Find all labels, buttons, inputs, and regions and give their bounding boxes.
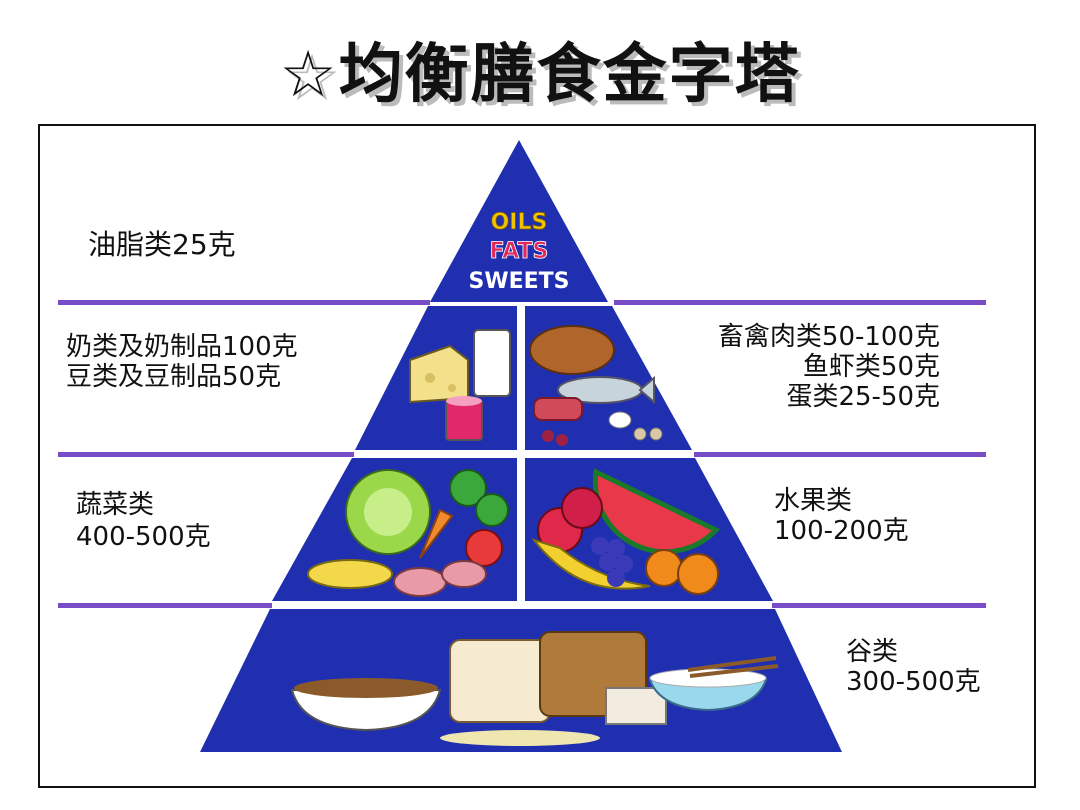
divider-right-2 — [694, 452, 986, 457]
grape-icon — [607, 539, 625, 557]
grains-pile-icon — [440, 730, 600, 746]
nut-icon — [633, 427, 647, 441]
bread-slice-icon — [449, 639, 551, 723]
tier-top-oils — [430, 140, 608, 302]
meat-label-line2: 鱼虾类50克 — [802, 352, 940, 382]
rice-icon — [649, 668, 767, 688]
cereal-icon — [294, 678, 438, 698]
divider-right-1 — [614, 300, 986, 305]
grain-label-line2: 300-500克 — [846, 667, 981, 697]
divider-right-3 — [772, 603, 986, 608]
divider-left-2 — [58, 452, 354, 457]
cheese-hole — [448, 384, 456, 392]
divider-left-1 — [58, 300, 430, 305]
broccoli-icon — [475, 493, 509, 527]
cabbage-center — [364, 488, 412, 536]
meat-label-line1: 畜禽肉类50-100克 — [717, 322, 940, 352]
grain-illustration — [290, 631, 779, 746]
carrot-icon — [419, 508, 454, 559]
cheese-hole — [425, 373, 435, 383]
dairy-illustration — [409, 329, 511, 441]
fats-word: FATS — [490, 239, 549, 264]
potato-icon — [441, 560, 487, 588]
vegetable-label-line1: 蔬菜类 — [76, 490, 155, 520]
fish-tail — [638, 375, 655, 405]
oils-word: OILS — [491, 210, 548, 235]
meat-label-line3: 蛋类25-50克 — [786, 382, 940, 412]
orange-icon — [645, 549, 683, 587]
vegetable-illustration — [307, 469, 509, 597]
roast-chicken-icon — [529, 325, 615, 375]
milk-glass-icon — [473, 329, 511, 397]
crackers-icon — [605, 687, 667, 725]
fruit-label-line2: 100-200克 — [774, 516, 909, 546]
oils-label: 油脂类25克 — [88, 228, 236, 261]
bean-icon — [556, 434, 568, 446]
potato-icon — [393, 567, 447, 597]
vegetable-label-line2: 400-500克 — [76, 522, 211, 552]
top-tier-text: OILS FATS SWEETS — [468, 210, 569, 294]
grain-label-line1: 谷类 — [846, 637, 899, 667]
nut-icon — [649, 427, 663, 441]
bean-icon — [542, 430, 554, 442]
grape-icon — [599, 553, 617, 571]
dairy-label-line2: 豆类及豆制品50克 — [66, 362, 282, 392]
egg-icon — [608, 411, 632, 429]
orange-icon — [677, 553, 719, 595]
divider-left-3 — [58, 603, 272, 608]
corn-icon — [307, 559, 393, 589]
grape-icon — [607, 569, 625, 587]
fruit-label-line1: 水果类 — [774, 486, 853, 516]
cereal-bowl-icon — [290, 689, 442, 732]
steak-icon — [533, 397, 583, 421]
rice-bowl-icon — [648, 679, 768, 712]
fruit-illustration — [531, 468, 721, 595]
sweets-word: SWEETS — [468, 269, 569, 294]
chopsticks-icon — [689, 664, 779, 678]
grape-icon — [615, 555, 633, 573]
tomato-icon — [465, 529, 503, 567]
broccoli-icon — [449, 469, 487, 507]
grape-icon — [591, 537, 609, 555]
page-title: ☆均衡膳食金字塔 — [279, 38, 801, 112]
apple-icon — [561, 487, 603, 529]
yogurt-top — [446, 396, 482, 406]
dairy-label-line1: 奶类及奶制品100克 — [66, 332, 298, 362]
meat-illustration — [529, 325, 663, 446]
tier-dividers — [58, 300, 986, 608]
banana-icon — [531, 538, 651, 590]
chopsticks-icon — [687, 656, 777, 672]
